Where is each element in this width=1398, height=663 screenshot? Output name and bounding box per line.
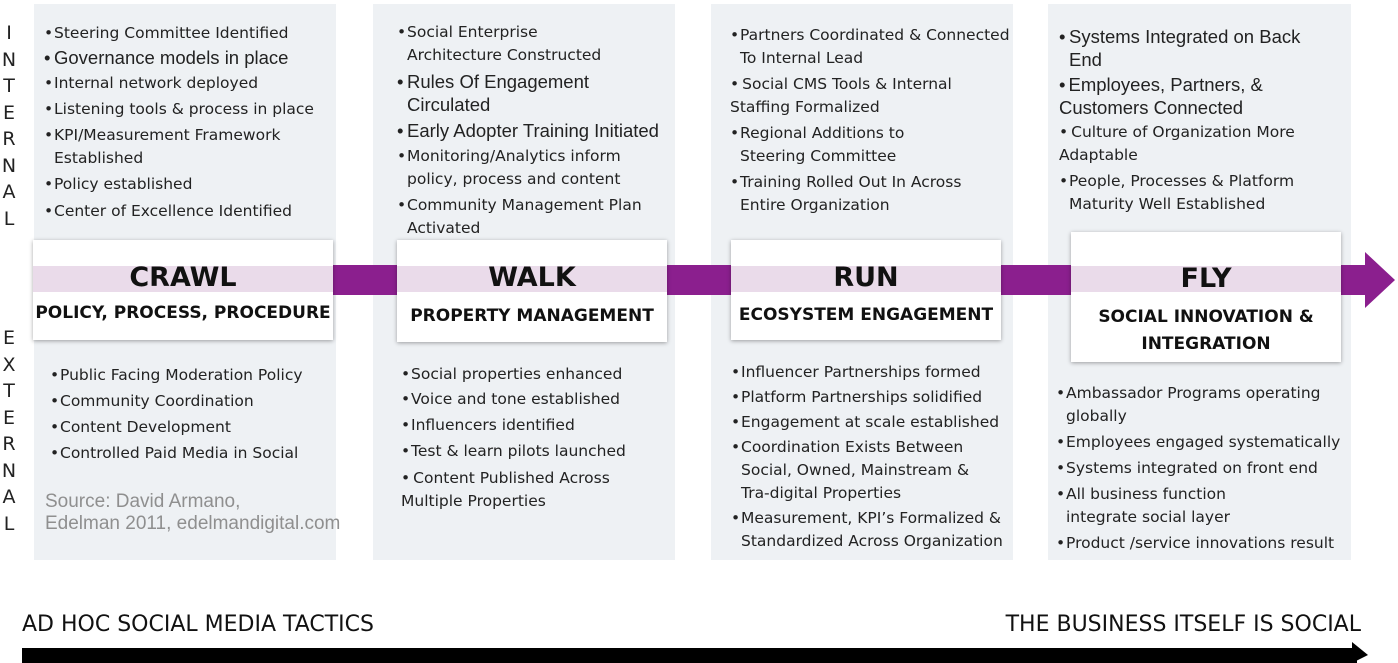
list-item: Voice and tone established — [401, 388, 671, 411]
list-item: Listening tools & process in place — [44, 98, 334, 121]
bottom-left-label: AD HOC SOCIAL MEDIA TACTICS — [22, 612, 374, 637]
stage-walk: WALK PROPERTY MANAGEMENT — [397, 240, 667, 342]
list-item: Public Facing Moderation Policy — [50, 364, 335, 387]
fly-internal-list: Systems Integrated on Back End Employees… — [1059, 25, 1344, 222]
internal-letter: R — [2, 128, 16, 150]
list-item: Monitoring/Analytics inform policy, proc… — [397, 145, 672, 191]
list-item: People, Processes & Platform Maturity We… — [1059, 170, 1314, 216]
stage-subtitle: SOCIAL INNOVATION & INTEGRATION — [1098, 307, 1314, 354]
list-item: Center of Excellence Identified — [44, 200, 334, 223]
bottom-arrow-shaft — [22, 648, 1357, 663]
list-item: Influencers identified — [401, 414, 671, 437]
list-item: Regional Additions to Steering Committee — [730, 122, 970, 168]
crawl-external-list: Public Facing Moderation Policy Communit… — [50, 364, 335, 471]
list-item: Content Published Across Multiple Proper… — [401, 467, 621, 513]
bottom-right-label: THE BUSINESS ITSELF IS SOCIAL — [1005, 612, 1361, 637]
stage-band — [397, 266, 667, 292]
external-letter: N — [1, 459, 17, 482]
list-item: Community Management Plan Activated — [397, 194, 647, 240]
internal-letter: E — [2, 101, 15, 124]
stage-subtitle: ECOSYSTEM ENGAGEMENT — [738, 305, 994, 325]
internal-letter: L — [3, 207, 15, 230]
progress-arrow-head — [1365, 252, 1395, 308]
list-item: Early Adopter Training Initiated — [397, 119, 672, 142]
source-line: Edelman 2011, edelmandigital.com — [45, 513, 341, 534]
stage-title: CRAWL — [129, 262, 237, 293]
external-letter: R — [2, 433, 16, 455]
list-item: Engagement at scale established — [731, 411, 1011, 434]
stage-band — [1071, 266, 1341, 292]
internal-letter: A — [2, 181, 16, 203]
internal-letter: T — [3, 75, 15, 97]
run-external-list: Influencer Partnerships formed Platform … — [731, 361, 1011, 559]
external-label: E X T E R N A L — [0, 325, 18, 537]
internal-letter: N — [1, 154, 17, 177]
external-letter: E — [2, 406, 15, 429]
internal-letter: I — [6, 22, 12, 44]
stage-title: RUN — [833, 262, 899, 293]
list-item: Community Coordination — [50, 390, 335, 413]
list-item: Coordination Exists Between Social, Owne… — [731, 436, 981, 505]
stage-fly: FLY SOCIAL INNOVATION & INTEGRATION — [1071, 232, 1341, 362]
list-item: Test & learn pilots launched — [401, 440, 671, 463]
internal-label: I N T E R N A L — [0, 20, 18, 232]
list-item: Social properties enhanced — [401, 363, 671, 386]
list-item: Social Enterprise Architecture Construct… — [397, 21, 637, 67]
source-line: Source: David Armano, — [45, 491, 241, 512]
list-item: Social CMS Tools & Internal Staffing For… — [730, 73, 1010, 119]
external-letter: A — [2, 486, 16, 508]
list-item: Partners Coordinated & Connected To Inte… — [730, 24, 1012, 70]
stage-title: WALK — [488, 262, 576, 293]
external-letter: E — [2, 327, 15, 349]
stage-subtitle: PROPERTY MANAGEMENT — [410, 306, 654, 326]
list-item: Platform Partnerships solidified — [731, 386, 1011, 409]
list-item: All business function integrate social l… — [1056, 483, 1301, 529]
stage-title: FLY — [1180, 263, 1232, 294]
list-item: Controlled Paid Media in Social — [50, 442, 335, 465]
list-item: Governance models in place — [44, 46, 334, 69]
stage-subtitle: POLICY, PROCESS, PROCEDURE — [35, 303, 331, 323]
crawl-internal-list: Steering Committee Identified Governance… — [44, 22, 334, 229]
run-internal-list: Partners Coordinated & Connected To Inte… — [730, 24, 1010, 223]
list-item: Employees engaged systematically — [1056, 431, 1346, 454]
list-item: Influencer Partnerships formed — [731, 361, 1011, 384]
internal-letter: N — [1, 48, 17, 71]
bottom-arrow-head — [1352, 642, 1368, 663]
list-item: Systems Integrated on Back End — [1059, 25, 1314, 71]
list-item: Measurement, KPI’s Formalized & Standard… — [731, 507, 1003, 553]
list-item: Policy established — [44, 173, 334, 196]
external-letter: T — [3, 380, 15, 402]
list-item: Steering Committee Identified — [44, 22, 334, 45]
list-item: Internal network deployed — [44, 72, 334, 95]
fly-external-list: Ambassador Programs operating globally E… — [1056, 382, 1346, 561]
source-citation: Source: David Armano, Edelman 2011, edel… — [45, 491, 340, 535]
list-item: Content Development — [50, 416, 335, 439]
list-item: Employees, Partners, & Customers Connect… — [1059, 73, 1274, 119]
list-item: Training Rolled Out In Across Entire Org… — [730, 171, 970, 217]
external-letter: X — [2, 353, 16, 376]
stage-band — [731, 266, 1001, 292]
list-item: Ambassador Programs operating globally — [1056, 382, 1321, 428]
walk-external-list: Social properties enhanced Voice and ton… — [401, 363, 671, 519]
walk-internal-list: Social Enterprise Architecture Construct… — [397, 21, 672, 246]
list-item: Rules Of Engagement Circulated — [397, 70, 607, 116]
list-item: Culture of Organization More Adaptable — [1059, 121, 1344, 167]
stage-band — [33, 266, 333, 292]
list-item: Systems integrated on front end — [1056, 457, 1346, 480]
list-item: KPI/Measurement Framework Established — [44, 124, 289, 170]
external-letter: L — [3, 512, 15, 535]
stage-run: RUN ECOSYSTEM ENGAGEMENT — [731, 240, 1001, 340]
stage-crawl: CRAWL POLICY, PROCESS, PROCEDURE — [33, 240, 333, 340]
list-item: Product /service innovations result — [1056, 532, 1346, 555]
